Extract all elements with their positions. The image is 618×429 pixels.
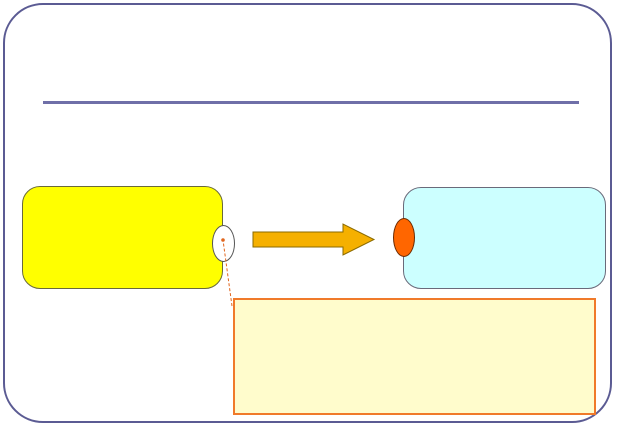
target-port [393, 218, 415, 257]
source-box [22, 186, 223, 289]
title-divider [43, 101, 579, 104]
target-box [403, 187, 606, 289]
arrow-shape [252, 223, 376, 256]
callout-note-box [233, 298, 596, 415]
leader-line [222, 239, 233, 307]
callout-leader-line [221, 238, 233, 307]
right-arrow-icon [252, 223, 376, 256]
source-port [212, 225, 235, 262]
leader-dot [221, 238, 225, 242]
